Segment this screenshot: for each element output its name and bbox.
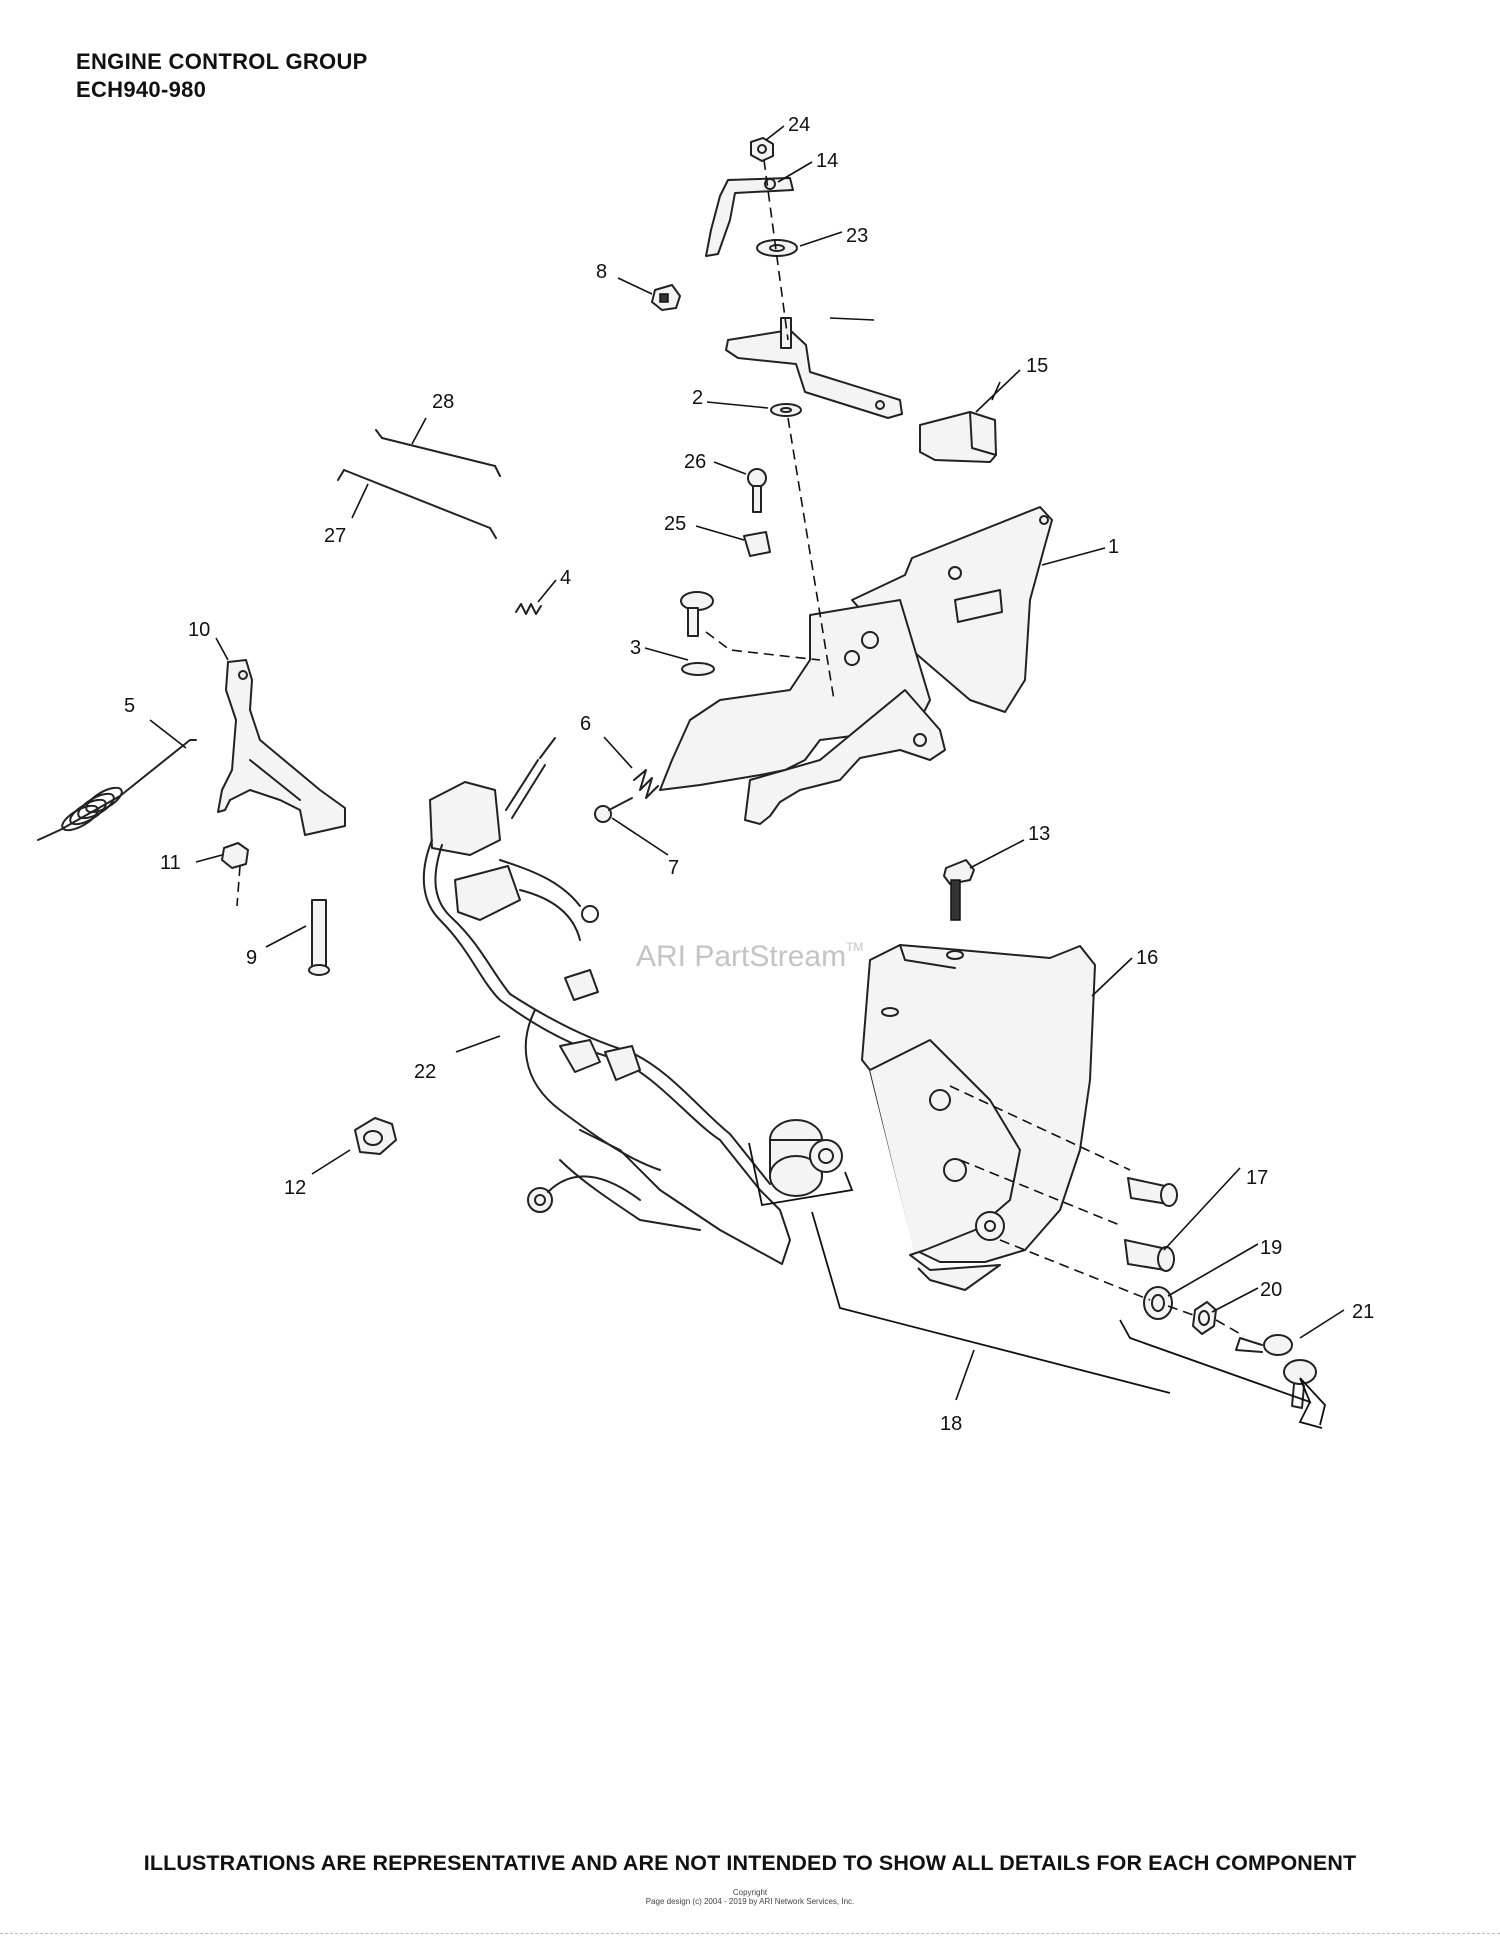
part-23-washer[interactable] [756, 239, 798, 257]
callout-3: 3 [630, 637, 641, 659]
part-8-clip[interactable] [651, 284, 681, 311]
callout-labels: 1 2 3 4 5 6 7 8 9 10 11 12 13 14 15 16 1… [124, 114, 1374, 1435]
callout-26: 26 [684, 451, 706, 473]
callout-17: 17 [1246, 1167, 1268, 1189]
callout-9: 9 [246, 947, 257, 969]
callout-10: 10 [188, 619, 210, 641]
part-21-keys[interactable] [1235, 1334, 1317, 1409]
callout-23: 23 [846, 225, 868, 247]
watermark-trademark: TM [846, 940, 864, 954]
disclaimer-footer: ILLUSTRATIONS ARE REPRESENTATIVE AND ARE… [143, 1851, 1357, 1875]
part-2-washer[interactable] [770, 403, 802, 417]
leader-lines [149, 125, 1345, 1401]
title-line-model: ECH940-980 [76, 77, 207, 102]
part-26-screw[interactable] [747, 468, 767, 513]
part-14-lever[interactable] [705, 177, 794, 257]
callout-19: 19 [1260, 1237, 1282, 1259]
part-9-pin[interactable] [308, 899, 330, 976]
part-11-nut[interactable] [221, 842, 249, 869]
part-1-control-bracket[interactable] [659, 506, 1053, 825]
part-24-nut[interactable] [750, 137, 774, 162]
callout-20: 20 [1260, 1279, 1282, 1301]
callout-25: 25 [664, 513, 686, 535]
callout-6: 6 [580, 713, 591, 735]
part-13-screw[interactable] [943, 859, 975, 921]
callout-5: 5 [124, 695, 135, 717]
callout-14: 14 [816, 150, 838, 172]
assembly-centerlines [236, 159, 1245, 1337]
title-line-group: ENGINE CONTROL GROUP [76, 49, 368, 74]
ari-partstream-watermark: ARI PartStreamTM [636, 940, 863, 974]
callout-16: 16 [1136, 947, 1158, 969]
diagram-title: ENGINE CONTROL GROUP ECH940-980 [76, 48, 368, 104]
part-20-nut[interactable] [1192, 1301, 1217, 1335]
part-28-link[interactable] [375, 429, 501, 477]
throttle-lever-plate[interactable] [725, 317, 903, 419]
copyright-label: Copyright [732, 1888, 768, 1897]
bracket-18 [748, 1142, 1326, 1429]
callout-18: 18 [940, 1413, 962, 1435]
copyright-text: Page design (c) 2004 - 2019 by ARI Netwo… [645, 1897, 855, 1906]
callout-24: 24 [788, 114, 810, 136]
part-16-control-panel[interactable] [861, 944, 1096, 1291]
part-19-lockwasher[interactable] [1143, 1286, 1173, 1320]
copyright-block: Copyright Page design (c) 2004 - 2019 by… [0, 1888, 1500, 1906]
part-6-spring[interactable] [633, 769, 659, 799]
watermark-text: ARI PartStream [636, 940, 847, 973]
callout-13: 13 [1028, 823, 1050, 845]
part-25-clip[interactable] [743, 531, 771, 557]
bottom-divider [0, 1933, 1500, 1934]
part-12-clamp[interactable] [354, 1117, 397, 1155]
callout-21: 21 [1352, 1301, 1374, 1323]
part-18-key-switch-body[interactable] [769, 1119, 843, 1197]
part-17-indicator[interactable] [1124, 1177, 1178, 1272]
part-3-washer[interactable] [680, 591, 715, 676]
part-27-rod[interactable] [337, 469, 497, 539]
callout-2: 2 [692, 387, 703, 409]
callout-4: 4 [560, 567, 571, 589]
callout-11: 11 [160, 852, 181, 874]
callout-12: 12 [284, 1177, 306, 1199]
callout-7: 7 [668, 857, 679, 879]
part-22-wire-harness[interactable] [422, 737, 791, 1265]
callout-15: 15 [1026, 355, 1048, 377]
part-7-screw[interactable] [594, 797, 633, 823]
callout-28: 28 [432, 391, 454, 413]
callout-8: 8 [596, 261, 607, 283]
part-5-spring[interactable] [37, 739, 197, 841]
part-4-spring[interactable] [515, 603, 542, 615]
part-15-knob[interactable] [919, 411, 997, 463]
callout-22: 22 [414, 1061, 436, 1083]
callout-27: 27 [324, 525, 346, 547]
callout-1: 1 [1108, 536, 1119, 558]
part-10-bracket[interactable] [217, 659, 346, 836]
